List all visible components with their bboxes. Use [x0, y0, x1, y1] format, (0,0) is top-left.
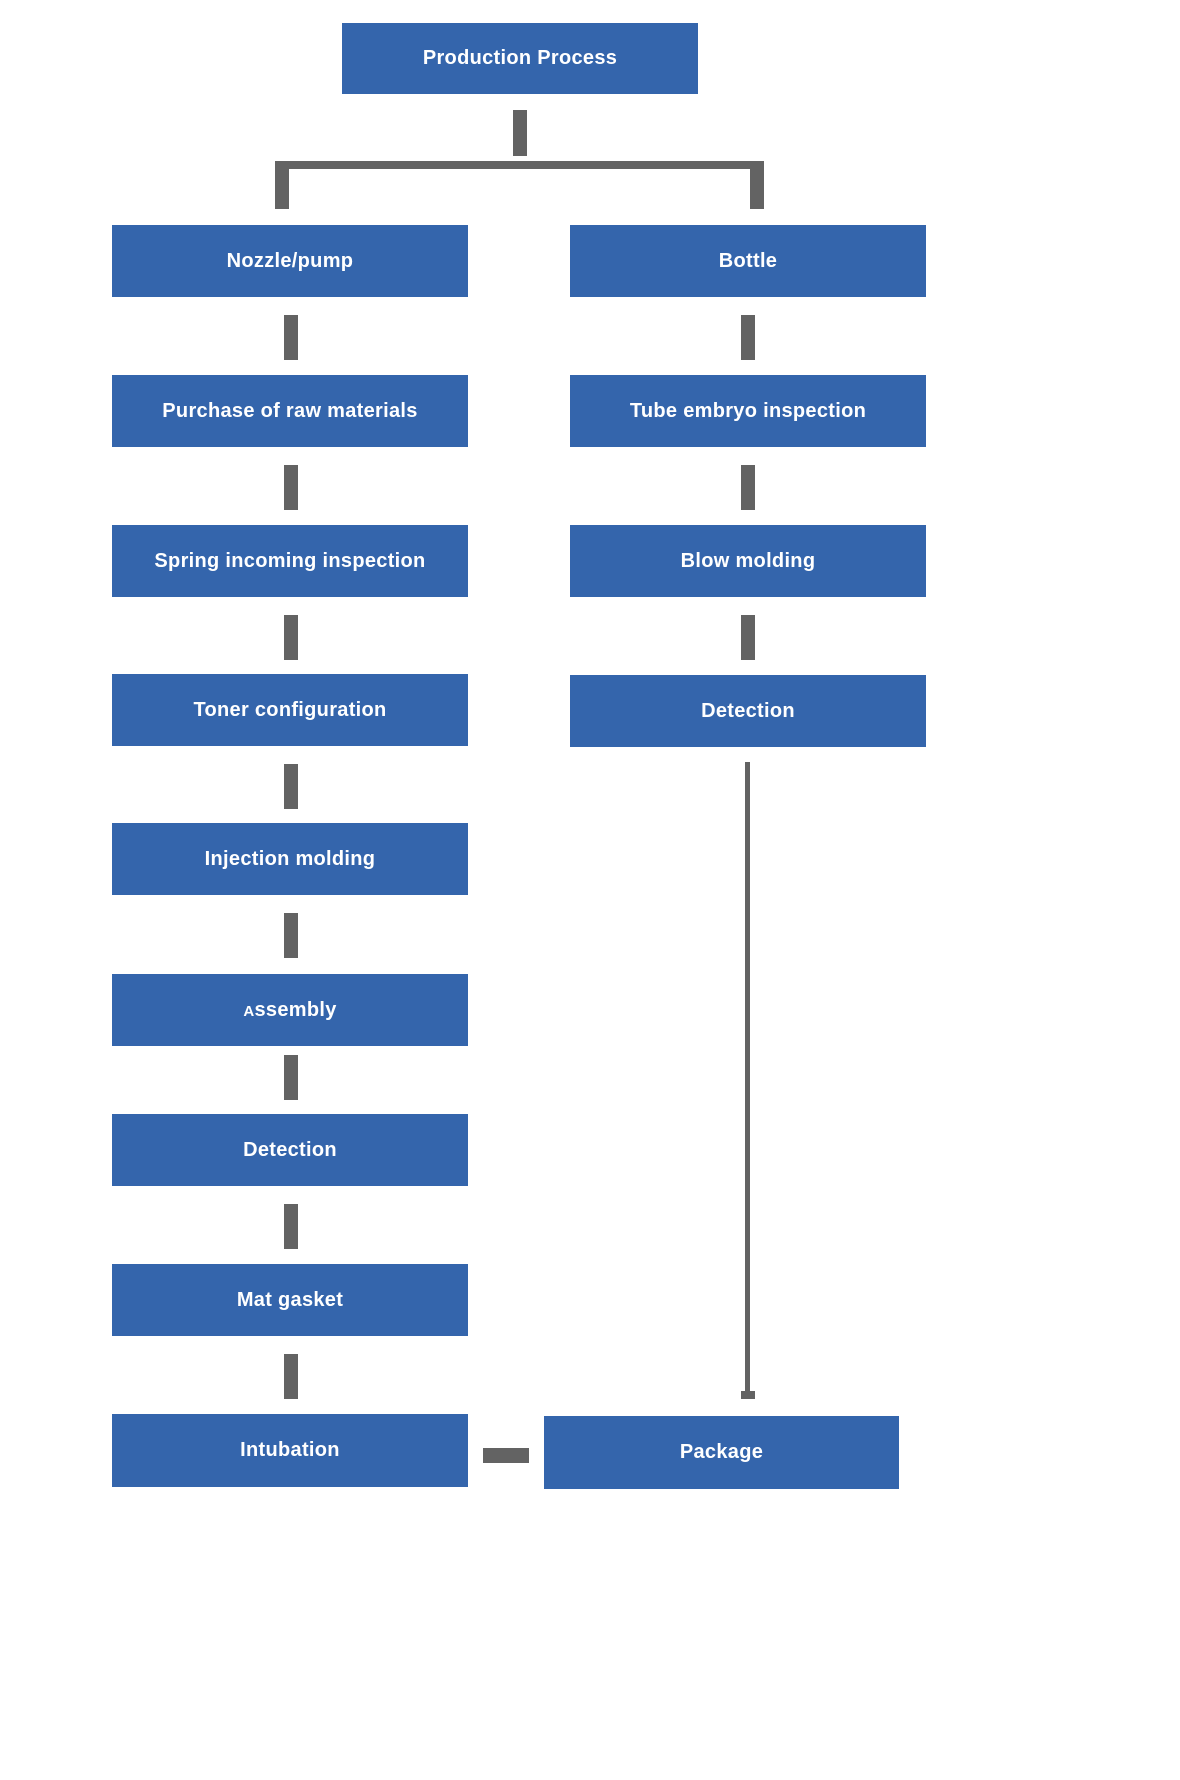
- node-label: Spring incoming inspection: [154, 549, 426, 572]
- node-injection-molding: Injection molding: [112, 823, 468, 895]
- node-label: Detection: [243, 1138, 337, 1161]
- connector-branch-hline: [275, 161, 764, 169]
- node-tube-embryo-inspection: Tube embryo inspection: [570, 375, 926, 447]
- node-detection-bottle: Detection: [570, 675, 926, 747]
- connector-right-step-1: [741, 315, 755, 360]
- connector-left-step-8: [284, 1354, 298, 1399]
- connector-right-branch-drop: [750, 161, 764, 209]
- node-package: Package: [544, 1416, 899, 1489]
- node-bottle: Bottle: [570, 225, 926, 297]
- connector-left-step-6: [284, 1055, 298, 1100]
- node-label: Bottle: [718, 249, 778, 272]
- node-purchase-of-raw-materials: Purchase of raw materials: [112, 375, 468, 447]
- node-label: Blow molding: [680, 549, 816, 572]
- node-label: Intubation: [240, 1439, 340, 1461]
- connector-left-branch-drop: [275, 161, 289, 209]
- node-label: Toner configuration: [193, 698, 387, 721]
- node-assembly: Assembly: [112, 974, 468, 1046]
- node-toner-configuration: Toner configuration: [112, 674, 468, 746]
- node-label: Injection molding: [204, 847, 376, 870]
- node-detection-nozzle: Detection: [112, 1114, 468, 1186]
- connector-left-step-4: [284, 764, 298, 809]
- node-label: Production Process: [422, 47, 618, 69]
- connector-left-step-7: [284, 1204, 298, 1249]
- connector-intubation-to-package-dash: [483, 1448, 529, 1463]
- connector-right-step-3: [741, 615, 755, 660]
- connector-left-step-3: [284, 615, 298, 660]
- node-blow-molding: Blow molding: [570, 525, 926, 597]
- node-label: Tube embryo inspection: [629, 399, 867, 422]
- connector-right-step-2: [741, 465, 755, 510]
- node-label: Package: [679, 1441, 764, 1463]
- node-nozzle-pump: Nozzle/pump: [112, 225, 468, 297]
- connector-left-step-5: [284, 913, 298, 958]
- connector-left-step-2: [284, 465, 298, 510]
- connector-left-step-1: [284, 315, 298, 360]
- node-production-process: Production Process: [342, 23, 698, 94]
- node-intubation: Intubation: [112, 1414, 468, 1487]
- node-label: Mat gasket: [236, 1288, 344, 1311]
- node-label: Assembly: [243, 998, 337, 1021]
- connector-root-stub: [513, 110, 527, 156]
- connector-detection-to-package-cap: [741, 1391, 755, 1399]
- connector-detection-to-package-line: [745, 762, 750, 1392]
- node-label: Purchase of raw materials: [162, 399, 418, 422]
- node-label: Nozzle/pump: [226, 249, 354, 272]
- node-spring-incoming-inspection: Spring incoming inspection: [112, 525, 468, 597]
- node-label: Detection: [701, 699, 795, 722]
- node-mat-gasket: Mat gasket: [112, 1264, 468, 1336]
